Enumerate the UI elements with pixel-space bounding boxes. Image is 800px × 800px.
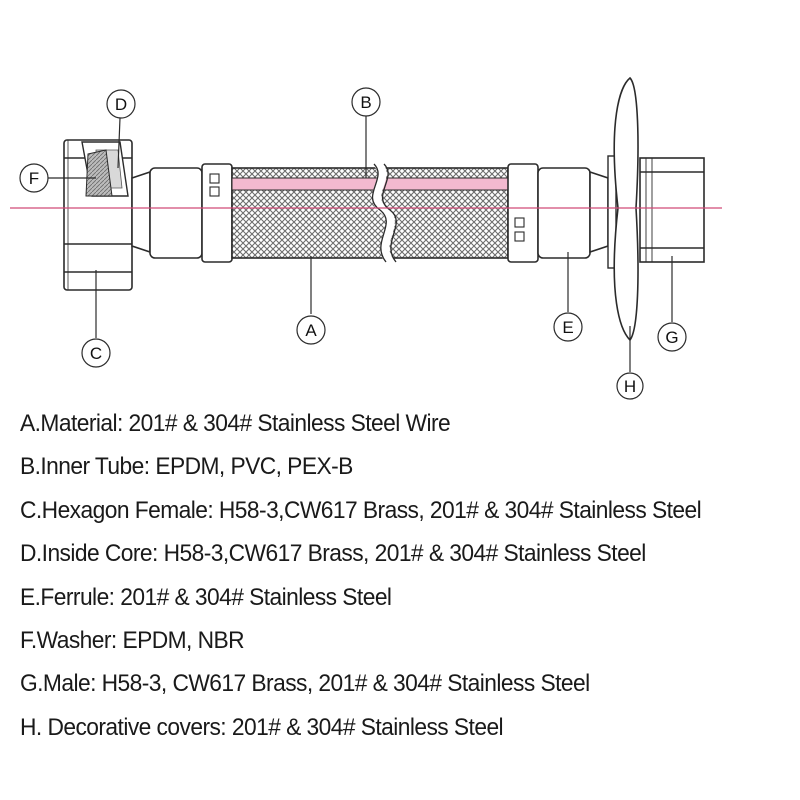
male-fitting (639, 157, 705, 263)
hose-assembly-diagram: D B F C A E G H (10, 76, 722, 400)
left-ferrule (131, 163, 233, 263)
washer (85, 149, 113, 197)
callout-h: H (616, 372, 644, 400)
spec-g-male: G.Male: H58-3, CW617 Brass, 201# & 304# … (20, 670, 590, 698)
callout-h-label: H (624, 377, 636, 396)
spec-a-material: A.Material: 201# & 304# Stainless Steel … (20, 410, 451, 437)
callout-b: B (351, 87, 381, 117)
spec-d-inside-core: D.Inside Core: H58-3,CW617 Brass, 201# &… (20, 540, 646, 568)
right-ferrule (507, 163, 609, 263)
spec-c-hexagon-female: C.Hexagon Female: H58-3,CW617 Brass, 201… (20, 496, 702, 524)
callout-a: A (296, 315, 326, 345)
callout-g: G (657, 322, 687, 352)
callout-e-label: E (562, 318, 573, 337)
callout-f: F (19, 163, 49, 193)
callout-a-label: A (305, 321, 317, 340)
spec-b-inner-tube: B.Inner Tube: EPDM, PVC, PEX-B (20, 453, 353, 481)
material-spec-list: A.Material: 201# & 304# Stainless Steel … (20, 402, 795, 749)
spec-h-decorative-covers: H. Decorative covers: 201# & 304# Stainl… (20, 713, 504, 741)
callout-g-label: G (665, 328, 678, 347)
spec-f-washer: F.Washer: EPDM, NBR (20, 626, 245, 654)
callout-c-label: C (90, 344, 102, 363)
decorative-cover (607, 76, 639, 342)
callout-d: D (106, 89, 136, 119)
callout-e: E (553, 312, 583, 342)
callout-c: C (81, 338, 111, 368)
braided-hose (231, 160, 509, 265)
callout-b-label: B (360, 93, 371, 112)
inner-tube (231, 177, 509, 191)
callout-d-label: D (115, 95, 127, 114)
callout-f-label: F (29, 169, 39, 188)
spec-e-ferrule: E.Ferrule: 201# & 304# Stainless Steel (20, 583, 392, 611)
leader-lines (48, 116, 673, 372)
